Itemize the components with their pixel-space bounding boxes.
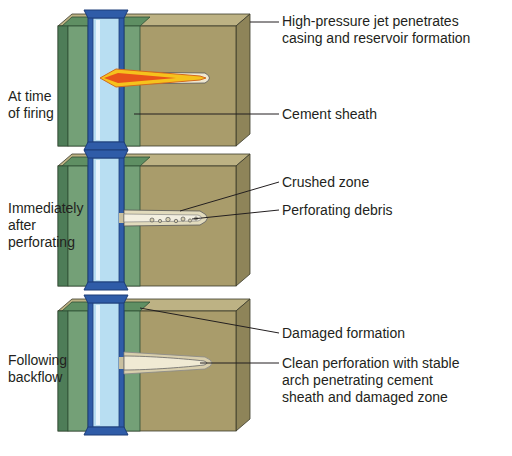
perforation-tunnel	[124, 214, 202, 222]
callout-label: Damaged formation	[282, 325, 482, 342]
debris-particle	[166, 217, 170, 221]
leader-lines	[134, 22, 279, 363]
callout-label: High-pressure jet penetrates casing and …	[282, 13, 482, 47]
callout-label: Cement sheath	[282, 106, 482, 123]
debris-particle	[188, 219, 191, 222]
after-panel	[58, 150, 250, 290]
callout-label: Crushed zone	[282, 174, 482, 191]
stage-label: Immediately after perforating	[8, 200, 93, 251]
leader-line	[192, 210, 279, 219]
debris-particle	[150, 218, 154, 222]
clean-perforation	[124, 356, 207, 370]
leader-line	[180, 182, 279, 211]
stage-label: At time of firing	[8, 88, 63, 122]
callout-label: Clean perforation with stable arch penet…	[282, 355, 472, 406]
well-block	[58, 10, 250, 150]
firing-panel	[58, 10, 250, 150]
leader-line	[200, 363, 279, 364]
jet-core	[104, 73, 176, 83]
debris-particle	[158, 219, 161, 222]
perforating-debris	[150, 217, 198, 223]
leader-line	[134, 114, 279, 115]
damaged-zone	[124, 352, 212, 374]
stage-label: Following backflow	[8, 352, 83, 386]
debris-particle	[181, 217, 185, 221]
callout-label: Perforating debris	[282, 202, 482, 219]
perforating-jet	[100, 69, 206, 87]
backflow-panel	[58, 295, 250, 435]
well-block	[58, 295, 250, 435]
leader-line	[140, 308, 279, 333]
well-block	[58, 150, 250, 290]
crushed-zone	[124, 210, 208, 226]
debris-particle	[174, 219, 177, 222]
leader-line	[250, 22, 279, 23]
